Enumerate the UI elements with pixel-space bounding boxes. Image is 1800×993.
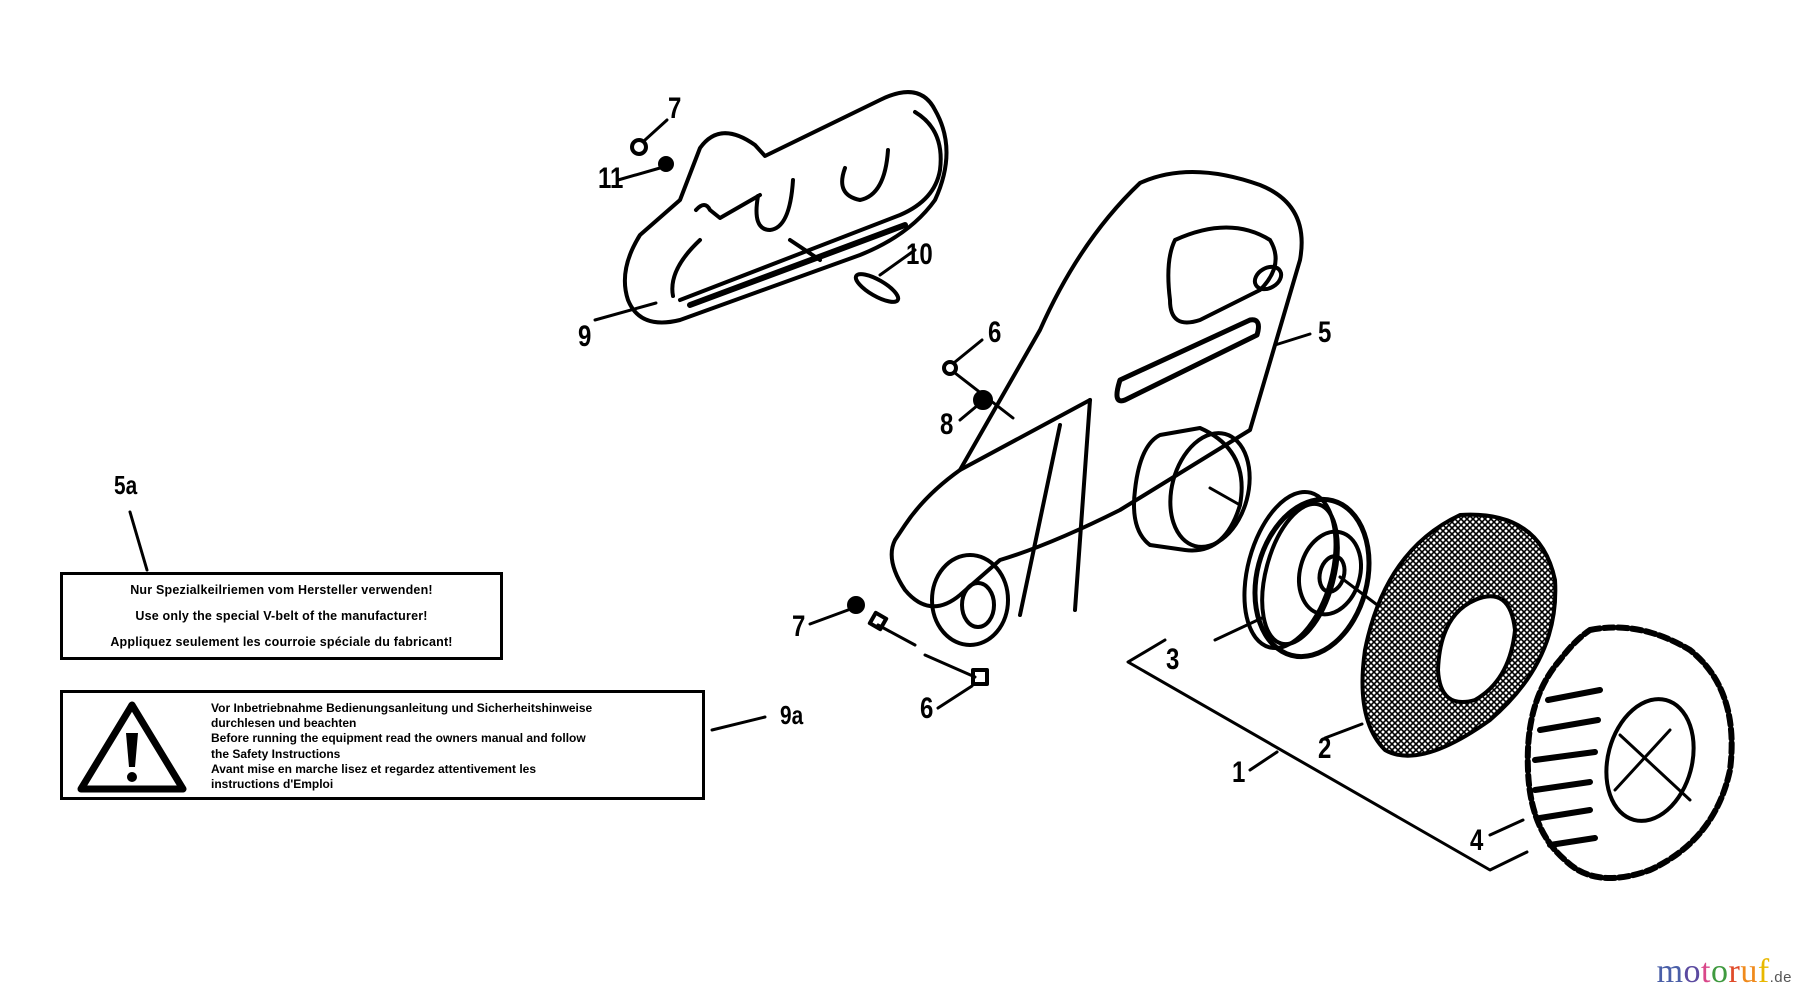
label-9a-line-6: instructions d'Emploi	[211, 776, 334, 791]
watermark-letter: m	[1656, 953, 1684, 990]
callout-4: 4	[1470, 824, 1484, 857]
label-5a-line-fr: Appliquez seulement les courroie spécial…	[110, 635, 453, 649]
bolt-part-6-lower	[923, 653, 989, 710]
callout-9: 9	[578, 320, 592, 353]
callout-8: 8	[940, 408, 954, 441]
watermark-letter: t	[1701, 953, 1711, 990]
callout-6-upper: 6	[988, 316, 1002, 349]
nut-part-8	[958, 390, 993, 422]
callout-7-upper: 7	[668, 92, 682, 125]
callout-3: 3	[1166, 643, 1180, 676]
callout-6-lower: 6	[920, 692, 934, 725]
callout-5: 5	[1318, 316, 1332, 349]
watermark-letter: r	[1728, 953, 1741, 990]
label-5a-line-en: Use only the special V-belt of the manuf…	[135, 609, 428, 623]
tyre-part-4	[1524, 624, 1735, 881]
callout-5a: 5a	[114, 470, 138, 500]
watermark-letter: o	[1710, 953, 1729, 990]
motoruf-watermark: motoruf.de	[1657, 955, 1792, 989]
label-9a-line-3: Before running the equipment read the ow…	[211, 731, 586, 746]
label-5a-line-de: Nur Spezialkeilriemen vom Hersteller ver…	[130, 583, 433, 597]
hub-sleeve	[1132, 426, 1252, 553]
pulley-part-3	[1242, 489, 1382, 660]
callout-1: 1	[1232, 756, 1246, 789]
watermark-letter: o	[1683, 953, 1702, 990]
warning-triangle-icon	[77, 701, 187, 793]
label-5a-vbelt-notice: Nur Spezialkeilriemen vom Hersteller ver…	[60, 572, 503, 660]
watermark-letter: f	[1757, 953, 1770, 990]
nut-part-7-lower	[808, 596, 917, 647]
nut-part-7-top	[630, 118, 669, 156]
callout-11: 11	[598, 162, 624, 195]
label-9a-line-1: Vor Inbetriebnahme Bedienungsanleitung u…	[211, 701, 593, 715]
label-9a-line-4: the Safety Instructions	[211, 746, 341, 761]
disc-part-2	[1360, 512, 1558, 758]
belt-housing-part-5	[889, 170, 1304, 647]
callout-9a: 9a	[780, 700, 804, 730]
washer-part-11	[616, 156, 674, 182]
label-9a-line-5: Avant mise en marche lisez et regardez a…	[211, 761, 537, 776]
belt-cover-part-9	[622, 90, 949, 325]
callout-10: 10	[906, 238, 933, 271]
callout-2: 2	[1318, 732, 1332, 765]
watermark-tld: .de	[1769, 969, 1792, 986]
assembly-bracket-part-1	[1126, 638, 1529, 872]
watermark-letter: u	[1740, 953, 1758, 990]
label-9a-line-2: durchlesen und beachten	[211, 716, 357, 731]
callout-7-lower: 7	[792, 610, 806, 643]
label-9a-safety-warning: Vor Inbetriebnahme Bedienungsanleitung u…	[60, 690, 705, 800]
